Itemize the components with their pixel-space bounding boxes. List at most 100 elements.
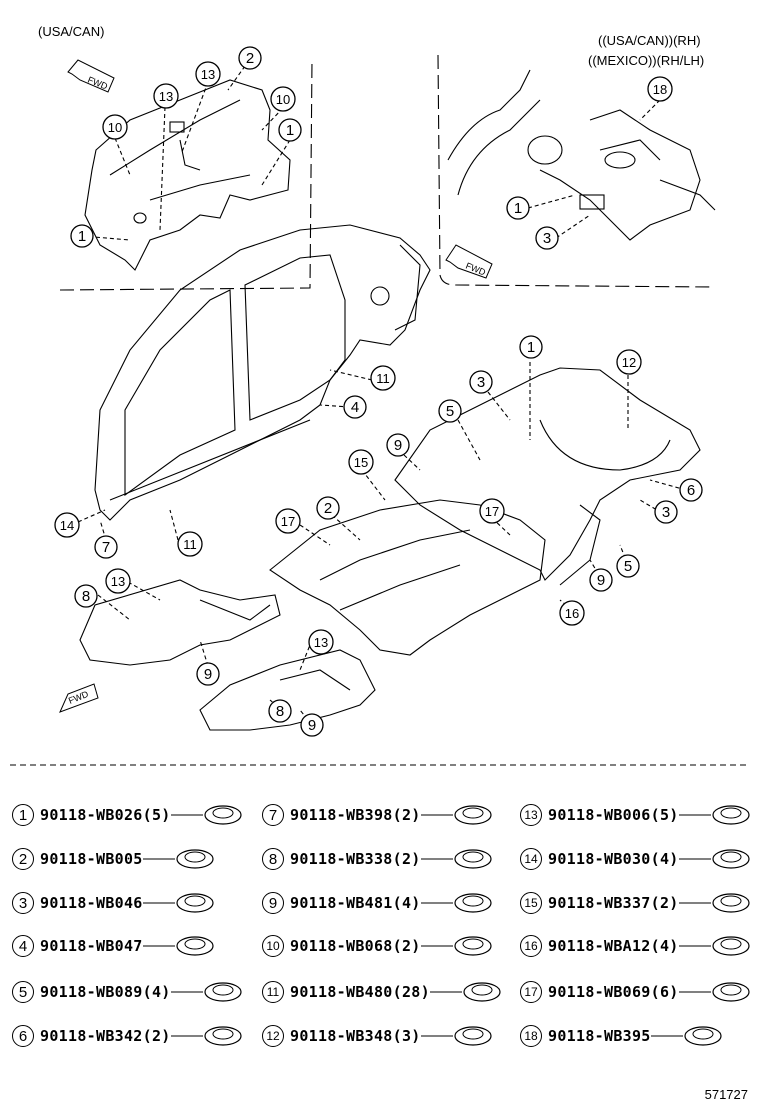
callout-number: 13 [111, 574, 125, 589]
plug-icon [678, 849, 750, 869]
callout-number: 15 [354, 455, 368, 470]
callout-1: 1 [278, 118, 302, 142]
part-number: 2 [12, 848, 34, 870]
callout-6: 6 [679, 478, 703, 502]
part-number: 11 [262, 981, 284, 1003]
callout-1: 1 [519, 335, 543, 359]
dash-panel-part [84, 79, 291, 271]
callout-number: 12 [622, 355, 636, 370]
callout-1: 1 [70, 224, 94, 248]
plug-icon [429, 982, 501, 1002]
callout-circle [70, 224, 94, 248]
callout-number: 11 [376, 371, 390, 386]
part-number: 12 [262, 1025, 284, 1047]
callout-circle [438, 399, 462, 423]
callout-number: 3 [477, 374, 485, 391]
callout-5: 5 [616, 554, 640, 578]
callout-circle [348, 449, 374, 475]
callout-circle [469, 370, 493, 394]
part-number: 18 [520, 1025, 542, 1047]
callout-11: 11 [177, 531, 203, 557]
part-number: 15 [520, 892, 542, 914]
part-code: 90118-WB338(2) [290, 850, 421, 868]
quarter-panel-rh-part [447, 69, 716, 241]
part-row-11: 11 90118-WB480(28) [262, 977, 510, 1007]
part-number: 6 [12, 1025, 34, 1047]
frame-top-right [437, 54, 713, 288]
callout-18: 18 [647, 76, 673, 102]
part-number: 3 [12, 892, 34, 914]
part-code: 90118-WBA12(4) [548, 937, 679, 955]
callout-circle [506, 196, 530, 220]
callout-circle [679, 478, 703, 502]
callout-number: 10 [108, 120, 122, 135]
callout-2: 2 [238, 46, 262, 70]
callout-circle [102, 114, 128, 140]
plug-icon [678, 805, 750, 825]
callout-circle [589, 568, 613, 592]
callout-13: 13 [105, 568, 131, 594]
callout-3: 3 [654, 500, 678, 524]
plug-icon [420, 893, 492, 913]
callout-17: 17 [275, 508, 301, 534]
callout-15: 15 [348, 449, 374, 475]
plug-icon [170, 982, 242, 1002]
callout-number: 14 [60, 518, 74, 533]
plug-icon [142, 893, 214, 913]
callout-13: 13 [195, 61, 221, 87]
callout-circle [616, 349, 642, 375]
callout-7: 7 [94, 535, 118, 559]
part-row-13: 13 90118-WB006(5) [520, 800, 759, 830]
callout-circle [308, 629, 334, 655]
callout-number: 1 [78, 228, 86, 245]
part-code: 90118-WB480(28) [290, 983, 430, 1001]
callout-circle [654, 500, 678, 524]
callout-number: 9 [204, 666, 212, 683]
callout-number: 4 [351, 399, 359, 416]
part-code: 90118-WB005 [40, 850, 143, 868]
callout-circle [54, 512, 80, 538]
callout-circle [519, 335, 543, 359]
callout-number: 3 [543, 230, 551, 247]
callout-number: 9 [597, 572, 605, 589]
front-floor-part [269, 499, 546, 656]
callout-number: 18 [653, 82, 667, 97]
callout-circle [535, 226, 559, 250]
callout-number: 9 [394, 437, 402, 454]
part-code: 90118-WB006(5) [548, 806, 679, 824]
region-label-mexico-rh-lh: ((MEXICO))(RH/LH) [588, 53, 705, 68]
callout-number: 1 [286, 122, 294, 139]
callout-13: 13 [308, 629, 334, 655]
plug-icon [650, 1026, 722, 1046]
callout-number: 7 [102, 539, 110, 556]
callout-3: 3 [469, 370, 493, 394]
plug-icon [142, 936, 214, 956]
plug-icon [142, 849, 214, 869]
part-code: 90118-WB337(2) [548, 894, 679, 912]
plug-icon [170, 1026, 242, 1046]
plug-icon [678, 936, 750, 956]
callout-circle [316, 496, 340, 520]
part-number: 13 [520, 804, 542, 826]
callout-circle [105, 568, 131, 594]
callout-number: 13 [201, 67, 215, 82]
part-number: 4 [12, 935, 34, 957]
plug-icon [170, 805, 242, 825]
part-code: 90118-WB398(2) [290, 806, 421, 824]
callout-number: 3 [662, 504, 670, 521]
callout-number: 13 [314, 635, 328, 650]
callout-circle [559, 600, 585, 626]
callout-number: 5 [624, 558, 632, 575]
part-number: 9 [262, 892, 284, 914]
callout-circle [196, 662, 220, 686]
callout-number: 10 [276, 92, 290, 107]
